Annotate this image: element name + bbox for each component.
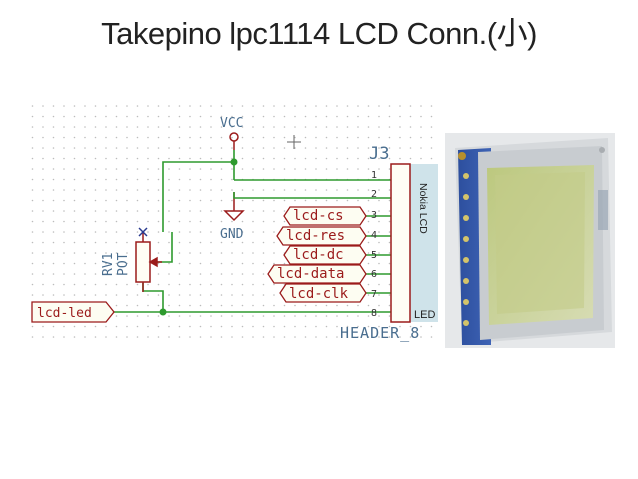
cursor-crosshair <box>287 135 301 149</box>
pin-number: 5 <box>371 250 377 261</box>
pin-number: 6 <box>371 269 377 280</box>
pot-value-label: POT <box>116 252 131 276</box>
net-label-lcd-dc: lcd-dc <box>283 245 367 265</box>
net-label-text: lcd-data <box>277 266 344 282</box>
vcc-label: VCC <box>220 116 243 131</box>
pcb-pins <box>463 173 469 326</box>
pin-number: 2 <box>371 189 377 200</box>
pin-number: 4 <box>371 230 377 241</box>
vcc-symbol <box>229 132 239 150</box>
net-label-text: lcd-clk <box>289 286 349 302</box>
junction-vcc <box>230 158 238 166</box>
net-label-text: lcd-cs <box>293 208 344 224</box>
connector-led-label: LED <box>414 309 435 321</box>
no-connect-marker <box>138 227 148 237</box>
lcd-led-net-label: lcd-led <box>31 301 115 323</box>
net-label-lcd-data: lcd-data <box>267 264 367 284</box>
connector-side-label: Nokia LCD <box>417 183 429 234</box>
pin-number: 7 <box>371 289 377 300</box>
connector-side-panel <box>410 164 438 322</box>
potentiometer-symbol <box>135 232 162 292</box>
net-label-lcd-cs: lcd-cs <box>283 206 367 226</box>
connector-pin-numbers: 1 2 3 4 5 6 7 8 <box>371 170 377 319</box>
connector-ref-label: J3 <box>369 144 389 164</box>
pot-ref-label: RV1 <box>101 253 116 276</box>
nokia-lcd-photo <box>445 133 615 348</box>
lcd-led-label-text: lcd-led <box>37 306 92 321</box>
net-label-lcd-res: lcd-res <box>276 226 367 246</box>
net-label-text: lcd-res <box>286 228 345 244</box>
junction-led <box>159 308 167 316</box>
slide-title: Takepino lpc1114 LCD Conn.(小) <box>101 16 537 51</box>
pin-number: 8 <box>371 308 377 319</box>
pin-number: 1 <box>371 170 377 181</box>
connector-body <box>390 163 411 323</box>
net-label-text: lcd-dc <box>293 247 344 263</box>
gnd-label: GND <box>220 227 244 242</box>
net-label-lcd-clk: lcd-clk <box>279 283 367 303</box>
pin-number: 3 <box>371 210 377 221</box>
connector-value-label: HEADER_8 <box>340 324 420 342</box>
